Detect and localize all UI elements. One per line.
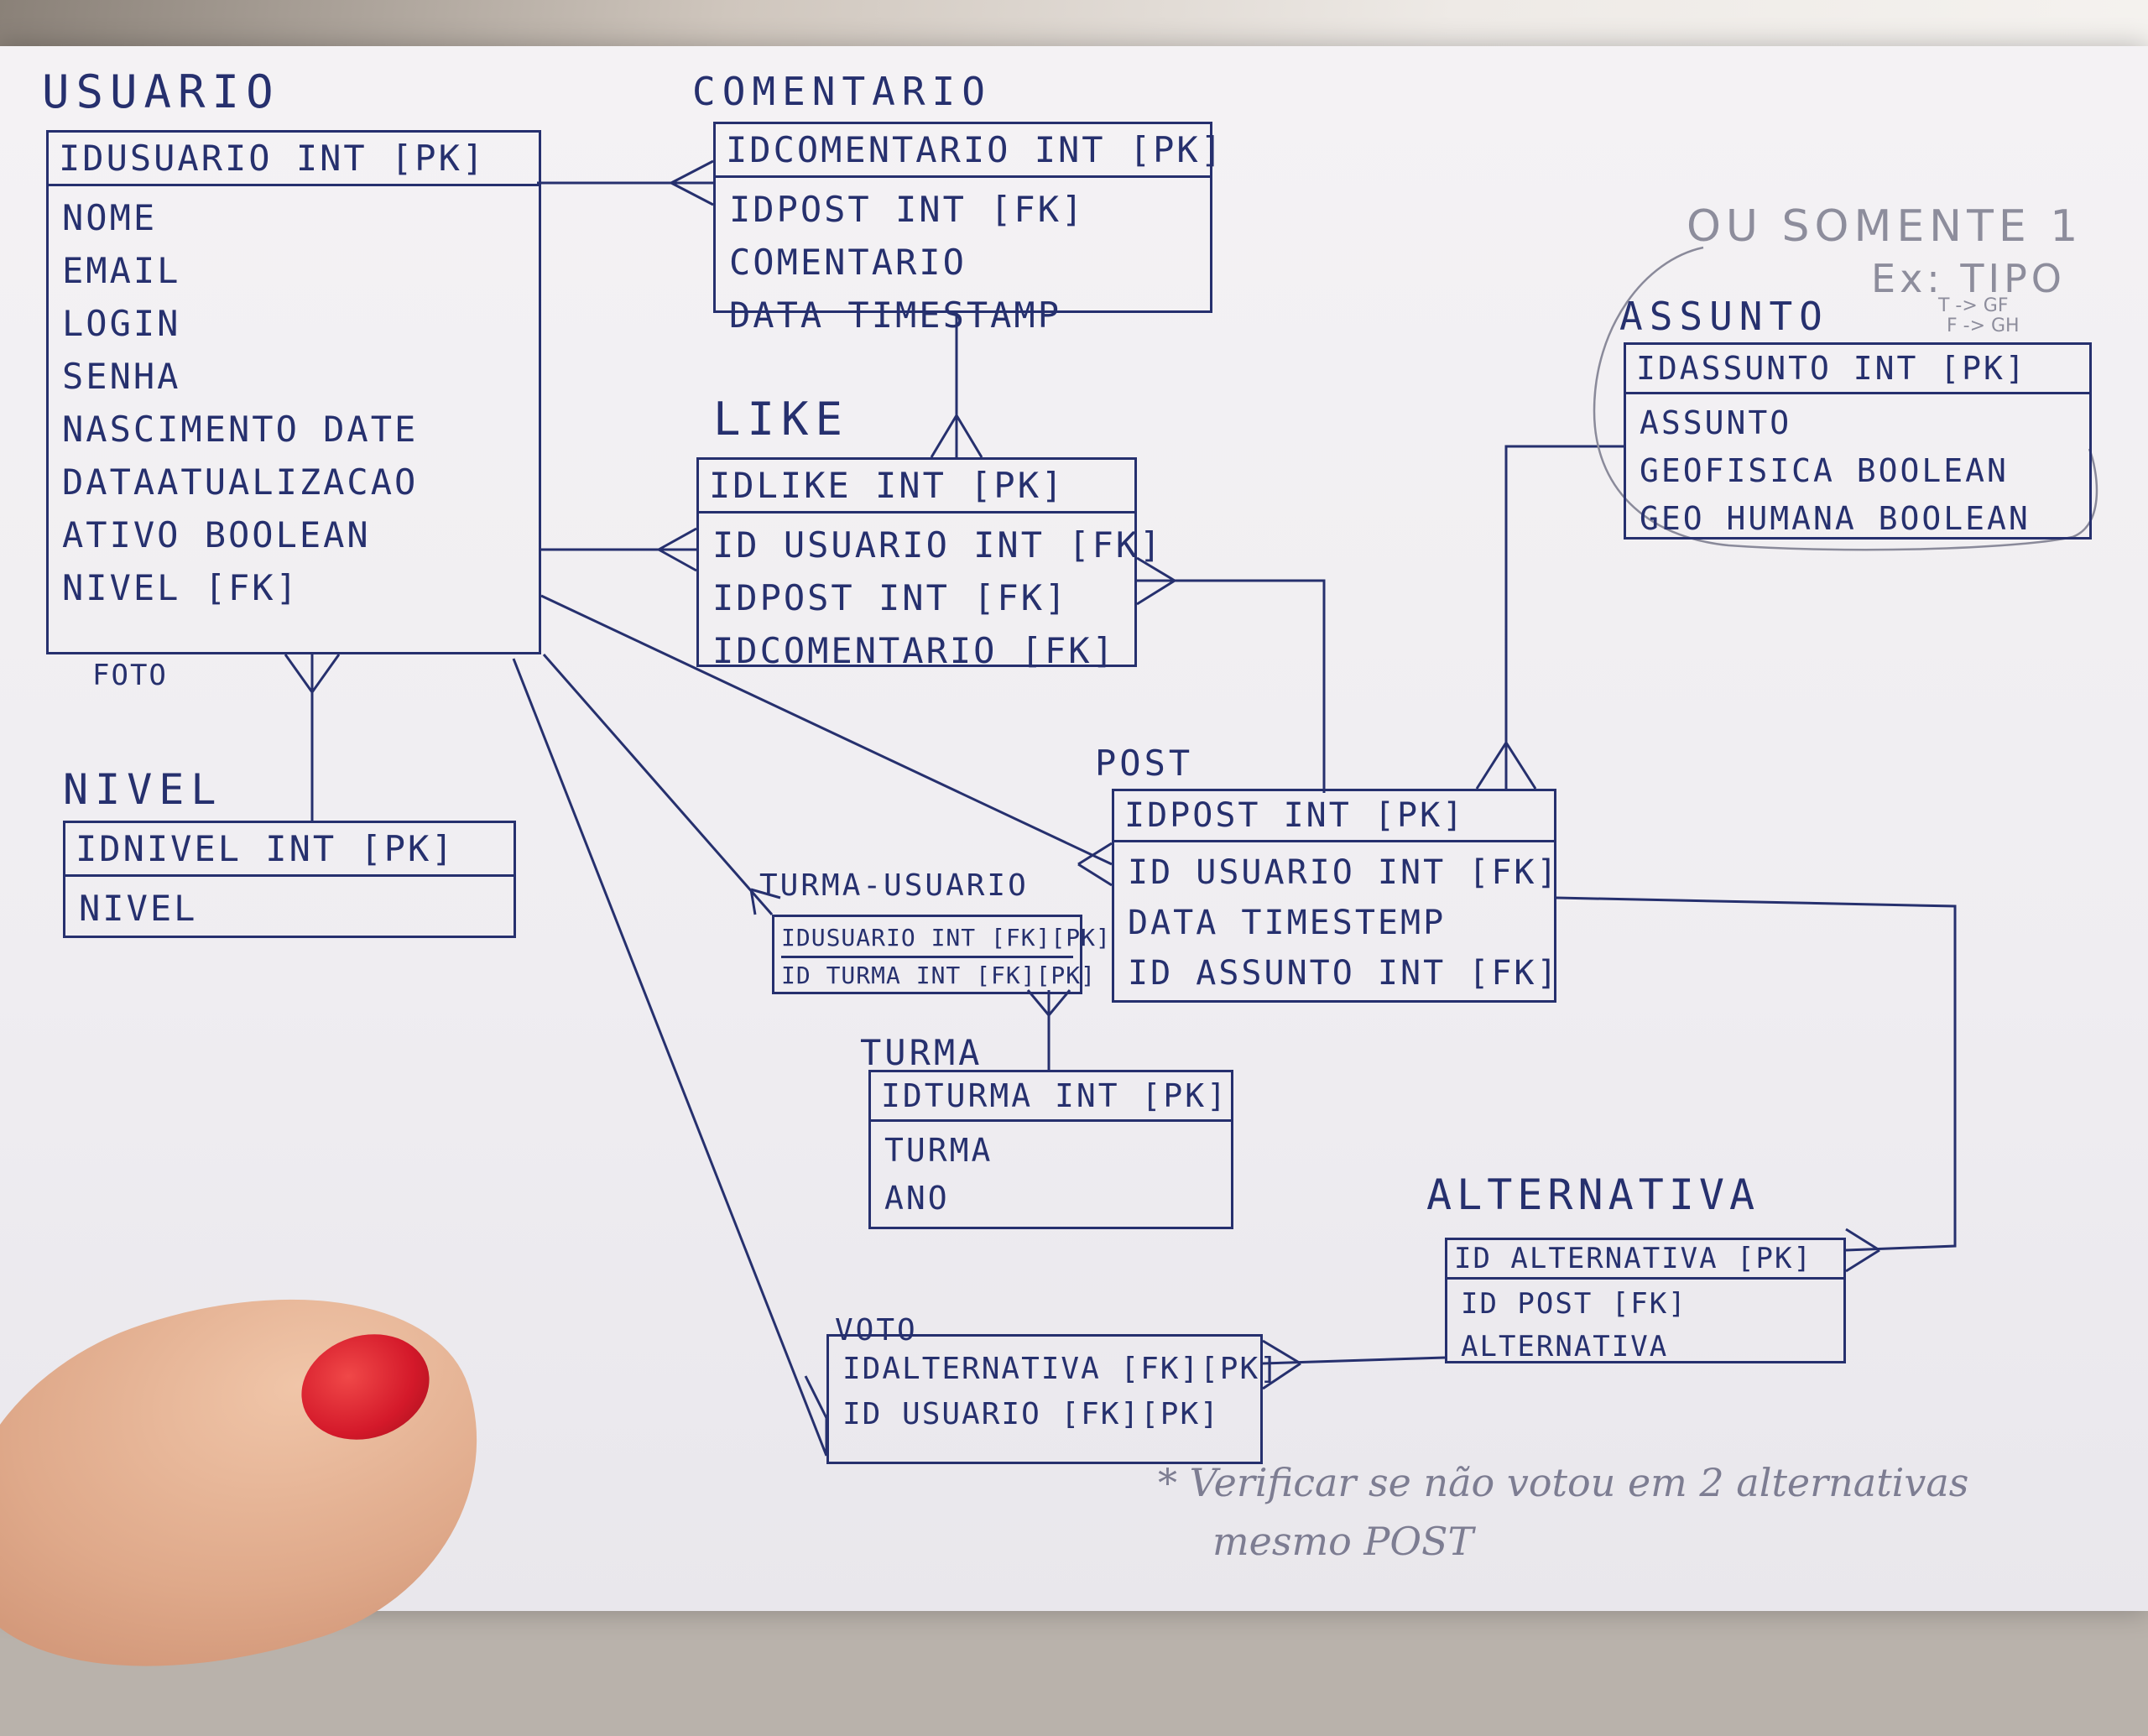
entity-turma-usuario: IDUSUARIO INT [FK][PK] ID TURMA INT [FK]… (772, 915, 1110, 997)
crowfoot-voto-left (804, 1375, 828, 1456)
turma-pk: IDTURMA INT [PK] (871, 1072, 1231, 1122)
alternativa-attr: ALTERNATIVA (1461, 1330, 1669, 1363)
entity-title-assunto: ASSUNTO (1619, 294, 1829, 339)
rel-alternativa-voto (1262, 1356, 1446, 1365)
crowfoot-post-left (1077, 842, 1113, 887)
usuario-pk: IDUSUARIO INT [PK] (49, 133, 539, 186)
crowfoot-post-top (1475, 742, 1537, 790)
like-attr: IDCOMENTARIO [FK] (712, 630, 1116, 671)
assunto-attr: GEO HUMANA BOOLEAN (1640, 500, 2031, 537)
assunto-attrs: ASSUNTO GEOFISICA BOOLEAN GEO HUMANA BOO… (1626, 394, 2089, 548)
entity-comentario: IDCOMENTARIO INT [PK] IDPOST INT [FK] CO… (713, 122, 1222, 336)
crowfoot-usuario-bottom (284, 654, 341, 693)
comentario-attr: COMENTARIO (729, 242, 967, 283)
crowfoot-like-left (658, 527, 697, 572)
entity-title-usuario: USUARIO (42, 65, 280, 118)
entity-assunto: IDASSUNTO INT [PK] ASSUNTO GEOFISICA BOO… (1624, 342, 2092, 540)
post-attr: ID USUARIO INT [FK] (1128, 853, 1560, 892)
entity-turma: IDTURMA INT [PK] TURMA ANO (868, 1070, 1233, 1229)
entity-title-post: POST (1095, 743, 1194, 784)
turma-usuario-attrs: IDUSUARIO INT [FK][PK] ID TURMA INT [FK]… (774, 917, 1110, 997)
voto-attrs: IDALTERNATIVA [FK][PK] ID USUARIO [FK][P… (829, 1337, 1280, 1447)
usuario-attr: SENHA (62, 356, 181, 397)
nivel-attr: NIVEL (79, 888, 198, 929)
usuario-attr: NIVEL [FK] (62, 567, 300, 608)
turma-attrs: TURMA ANO (871, 1122, 1231, 1228)
like-attrs: ID USUARIO INT [FK] IDPOST INT [FK] IDCO… (699, 514, 1164, 682)
post-attr: DATA TIMESTEMP (1128, 904, 1447, 942)
entity-nivel: IDNIVEL INT [PK] NIVEL (63, 821, 516, 938)
entity-alternativa: ID ALTERNATIVA [PK] ID POST [FK] ALTERNA… (1445, 1238, 1846, 1363)
post-attr: ID ASSUNTO INT [FK] (1128, 954, 1560, 993)
crowfoot-turmausuario (749, 888, 781, 915)
nivel-pk: IDNIVEL INT [PK] (65, 823, 514, 877)
alternativa-attr: ID POST [FK] (1461, 1287, 1687, 1321)
usuario-attr: ATIVO BOOLEAN (62, 514, 371, 555)
usuario-attrs: NOME EMAIL LOGIN SENHA NASCIMENTO DATE D… (49, 186, 539, 619)
assunto-attr: GEOFISICA BOOLEAN (1640, 452, 2009, 489)
comentario-pk: IDCOMENTARIO INT [PK] (716, 124, 1222, 178)
pencil-bracket-assunto (1593, 246, 2098, 551)
note-ou-somente: OU SOMENTE 1 (1687, 201, 2083, 252)
note-ex-tipo: Ex: TIPO (1871, 256, 2067, 301)
entity-title-comentario: COMENTARIO (692, 69, 992, 114)
assunto-attr: ASSUNTO (1640, 404, 1792, 441)
turma-attr: TURMA (884, 1132, 993, 1169)
relationship-lines (284, 159, 2098, 1457)
alternativa-attrs: ID POST [FK] ALTERNATIVA (1447, 1280, 1843, 1372)
assunto-pk: IDASSUNTO INT [PK] (1626, 345, 2089, 394)
entity-title-voto: VOTO (835, 1313, 918, 1348)
usuario-attr: DATAATUALIZACAO (62, 461, 419, 503)
comentario-attr: IDPOST INT [FK] (729, 189, 1086, 230)
entity-title-turma-usuario: TURMA-USUARIO (759, 868, 1029, 903)
like-attr: ID USUARIO INT [FK] (712, 524, 1164, 566)
rel-like-post (1137, 579, 1326, 793)
usuario-extra-foto: FOTO (92, 659, 168, 692)
note-tipo-line1: T -> GF (1938, 295, 2009, 316)
rel-usuario-post (540, 594, 1113, 866)
turma-usuario-attr: IDUSUARIO INT [FK][PK] (781, 920, 1110, 958)
entity-usuario: IDUSUARIO INT [PK] NOME EMAIL LOGIN SENH… (46, 130, 541, 654)
crowfoot-like-right (1136, 556, 1176, 606)
usuario-attr: NASCIMENTO DATE (62, 409, 419, 450)
turma-attr: ANO (884, 1180, 950, 1217)
entity-title-turma: TURMA (860, 1032, 983, 1073)
rel-usuario-voto (512, 658, 828, 1457)
comentario-attr: DATA TIMESTAMP (729, 295, 1062, 336)
entity-voto: IDALTERNATIVA [FK][PK] ID USUARIO [FK][P… (826, 1334, 1280, 1464)
alternativa-pk: ID ALTERNATIVA [PK] (1447, 1240, 1843, 1280)
crowfoot-alternativa-right (1845, 1228, 1880, 1273)
entity-title-alternativa: ALTERNATIVA (1426, 1170, 1760, 1219)
note-tipo-line2: F -> GH (1947, 315, 2020, 336)
crowfoot-like-top (930, 414, 983, 458)
entity-post: IDPOST INT [PK] ID USUARIO INT [FK] DATA… (1112, 789, 1560, 1004)
rel-usuario-turmausuario (542, 654, 774, 915)
voto-attr: IDALTERNATIVA [FK][PK] (842, 1352, 1280, 1386)
footnote-line2: mesmo POST (1212, 1519, 1474, 1564)
rel-assunto-post (1504, 445, 1624, 789)
usuario-attr: LOGIN (62, 303, 181, 344)
like-pk: IDLIKE INT [PK] (699, 460, 1134, 514)
voto-attr: ID USUARIO [FK][PK] (842, 1397, 1220, 1431)
crowfoot-comentario (670, 159, 714, 206)
like-attr: IDPOST INT [FK] (712, 577, 1069, 618)
rel-post-alternativa (1556, 896, 1957, 1252)
turma-usuario-attr: ID TURMA INT [FK][PK] (781, 962, 1097, 989)
entity-title-nivel: NIVEL (63, 765, 223, 814)
usuario-attr: EMAIL (62, 250, 181, 291)
entity-title-like: LIKE (713, 393, 850, 446)
nivel-attrs: NIVEL (65, 877, 514, 940)
post-pk: IDPOST INT [PK] (1114, 791, 1554, 842)
crowfoot-turmausuario-bottom (1026, 989, 1071, 1016)
usuario-attr: NOME (62, 197, 158, 238)
entity-like: IDLIKE INT [PK] ID USUARIO INT [FK] IDPO… (696, 457, 1160, 671)
footnote-line1: * Verificar se não votou em 2 alternativ… (1158, 1460, 1969, 1505)
post-attrs: ID USUARIO INT [FK] DATA TIMESTEMP ID AS… (1114, 842, 1560, 1004)
crowfoot-voto-right (1262, 1339, 1301, 1390)
comentario-attrs: IDPOST INT [FK] COMENTARIO DATA TIMESTAM… (716, 178, 1210, 347)
